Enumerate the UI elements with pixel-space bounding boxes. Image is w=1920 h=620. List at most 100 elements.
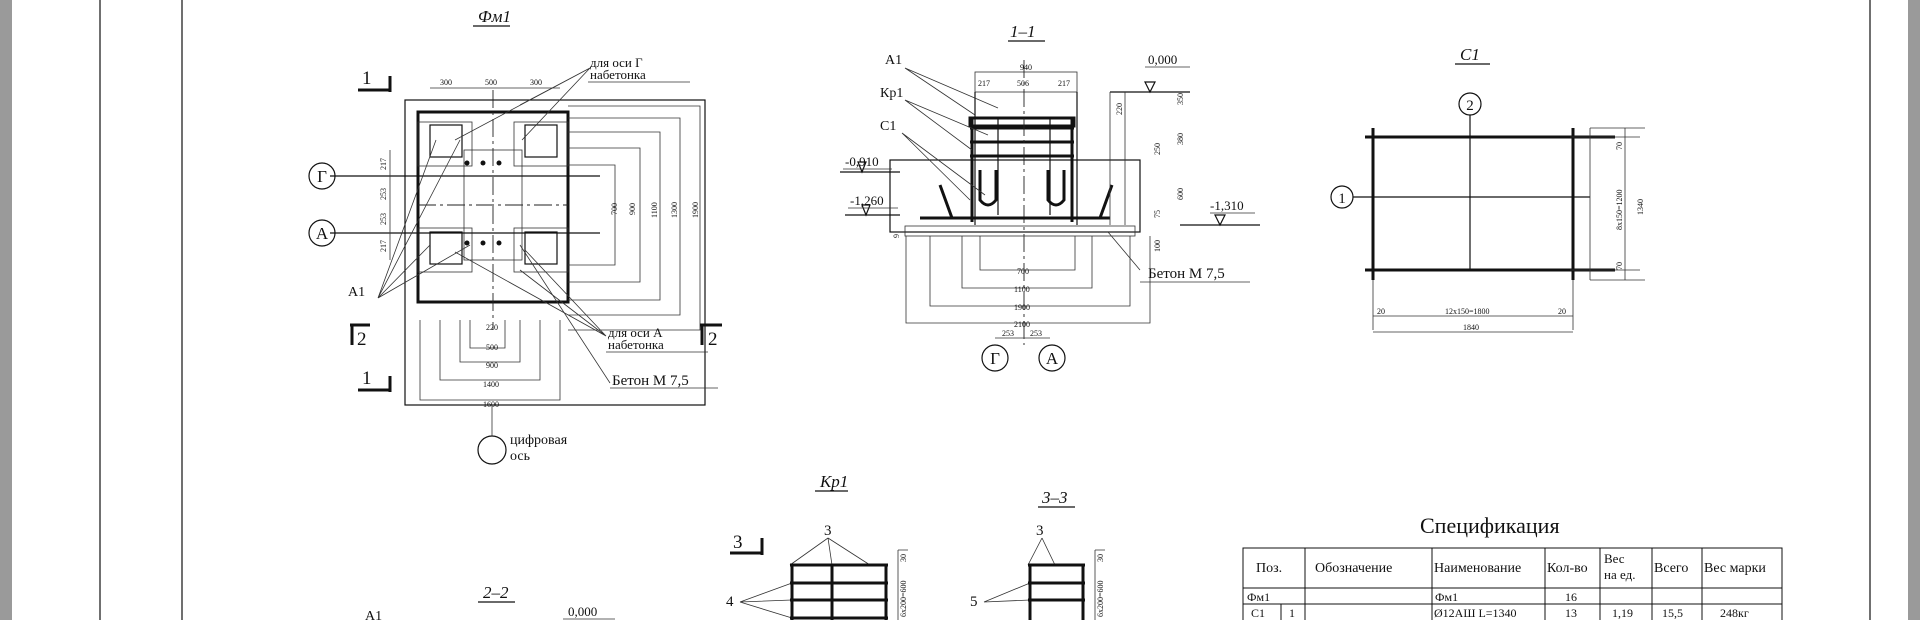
fm1-digital-axis-line2: ось [510, 449, 530, 464]
fm1-rebar-label: А1 [348, 285, 365, 300]
fm1-note-a-line1: для оси А [608, 325, 663, 340]
s22-label-a1: А1 [365, 609, 382, 620]
s22-level: 0,000 [568, 604, 597, 619]
c1-dim-v-mid: 8x150=1200 [1615, 189, 1624, 230]
section-2-2: 2–2 А1 0,000 [365, 583, 615, 620]
s11-dim-axis-2: 253 [1030, 329, 1042, 338]
s11-dim-bottom-3: 1900 [1014, 303, 1030, 312]
c1-dim-total: 1840 [1463, 323, 1479, 332]
s11-dim-right-3: 250 [1153, 143, 1162, 155]
s11-dim-right-1: 220 [1115, 103, 1124, 115]
spec-row-mark-weight: 248кг [1720, 606, 1749, 620]
fm1-concrete-label: Бетон М 7,5 [612, 373, 689, 389]
s11-level-3: -1,310 [1210, 198, 1244, 213]
spec-row-qty: 13 [1565, 606, 1577, 620]
s33-dim-small: 30 [1096, 554, 1105, 562]
spec-row-sub: 1 [1289, 606, 1295, 620]
fm1-note-g-line2: набетонка [590, 67, 646, 82]
fm1-note-g-line1: для оси Г [590, 55, 643, 70]
s11-dim-top-total: 940 [1020, 63, 1032, 72]
fm1-dim-bottom-2: 500 [486, 343, 498, 352]
s11-label-c1: С1 [880, 119, 896, 134]
fm1-dim-left-1: 217 [379, 158, 388, 170]
s11-dim-top-3: 217 [1058, 79, 1070, 88]
s11-level-top: 0,000 [1148, 52, 1177, 67]
spec-group-qty: 16 [1565, 590, 1577, 604]
fm1-note-a-line2: набетонка [608, 337, 664, 352]
c1-title: С1 [1460, 45, 1480, 64]
c1-dim-left: 20 [1377, 307, 1385, 316]
s11-dim-bottom-1: 700 [1017, 267, 1029, 276]
c1-marker-1: 1 [1338, 191, 1346, 207]
fm1-dim-right-4: 1300 [670, 202, 679, 218]
fm1-section2-mark-right: 2 [708, 329, 718, 350]
s11-label-kr1: Кр1 [880, 86, 903, 101]
s22-title: 2–2 [483, 583, 509, 602]
kr1-label-left: 4 [726, 594, 734, 610]
s11-dim-right-5: 600 [1176, 188, 1185, 200]
spec-group-pos: Фм1 [1247, 590, 1270, 604]
spec-header-total: Всего [1654, 561, 1688, 576]
kr1-title: Кр1 [819, 472, 848, 491]
c1-marker-2: 2 [1466, 98, 1474, 114]
spec-row-pos: С1 [1251, 606, 1265, 620]
kr1-dim-small: 30 [899, 554, 908, 562]
fm1-axis-a: А [316, 224, 329, 243]
page [12, 0, 1908, 620]
spec-row-name: Ø12АШ L=1340 [1434, 606, 1517, 620]
spec-header-unit-weight-line1: Вес [1604, 551, 1625, 566]
c1-dim-v-total: 1340 [1636, 199, 1645, 215]
fm1-dim-top-2: 500 [485, 78, 497, 87]
fm1-dim-right-5: 1900 [691, 202, 700, 218]
s11-level-1: -0,910 [845, 154, 879, 169]
c1-dim-mid: 12x150=1800 [1445, 307, 1490, 316]
fm1-dim-left-2: 253 [379, 188, 388, 200]
spec-header-name: Наименование [1434, 561, 1521, 576]
fm1-dim-bottom-1: 220 [486, 323, 498, 332]
fm1-section-mark-top: 1 [362, 68, 372, 89]
c1-dim-v-bot: 70 [1615, 262, 1624, 270]
s11-dim-right-4: 380 [1176, 133, 1185, 145]
s11-dim-top-1: 217 [978, 79, 990, 88]
fm1-dim-top-3: 300 [530, 78, 542, 87]
s11-level-2: -1,260 [850, 193, 884, 208]
spec-header-unit-weight-line2: на ед. [1604, 567, 1635, 582]
frame-kr1: Кр1 3 3 4 30 6x200=600 [726, 472, 908, 620]
spec-header-pos: Поз. [1256, 561, 1282, 576]
kr1-dim-side: 6x200=600 [899, 580, 908, 617]
fm1-title: Фм1 [478, 7, 511, 26]
viewer-gutter-left [0, 0, 12, 620]
fm1-plan: Фм1 300 500 300 [308, 7, 722, 465]
spec-header-mark-weight: Вес марки [1704, 561, 1766, 576]
s11-axis-a: А [1046, 349, 1059, 368]
section-1-1-title: 1–1 [1010, 22, 1036, 41]
s11-label-a1: А1 [885, 53, 902, 68]
fm1-dim-right-3: 1100 [650, 202, 659, 218]
kr1-label-top: 3 [824, 523, 832, 539]
viewer-gutter-right [1908, 0, 1920, 620]
fm1-dim-bottom-3: 900 [486, 361, 498, 370]
spec-header-qty: Кол-во [1547, 561, 1588, 576]
fm1-dim-right-1: 700 [610, 203, 619, 215]
s33-dim-side: 6x200=600 [1096, 580, 1105, 617]
s11-dim-right-7: 100 [1153, 240, 1162, 252]
s11-dim-bottom-4: 2100 [1014, 320, 1030, 329]
s11-concrete-label: Бетон М 7,5 [1148, 266, 1225, 282]
s11-dim-small: 9 [892, 234, 901, 238]
c1-dim-v-top: 70 [1615, 142, 1624, 150]
spec-row-unit-weight: 1,19 [1612, 606, 1633, 620]
s11-axis-g: Г [990, 349, 1000, 368]
fm1-digital-axis-line1: цифровая [510, 433, 568, 448]
fm1-dim-bottom-4: 1400 [483, 380, 499, 389]
s33-label-top: 3 [1036, 523, 1044, 539]
section-1-1: 1–1 940 217 506 217 700 1100 1900 2100 [840, 22, 1260, 372]
s11-dim-right-2: 350 [1176, 93, 1185, 105]
s11-dim-right-6: 75 [1153, 210, 1162, 218]
fm1-section2-mark-left: 2 [357, 329, 367, 350]
fm1-dim-top-1: 300 [440, 78, 452, 87]
kr1-section-mark: 3 [733, 532, 743, 553]
c1-dim-right: 20 [1558, 307, 1566, 316]
mesh-c1: С1 2 1 70 8x150=1200 70 1340 20 12x150=1… [1330, 45, 1645, 333]
spec-title: Спецификация [1420, 513, 1560, 538]
